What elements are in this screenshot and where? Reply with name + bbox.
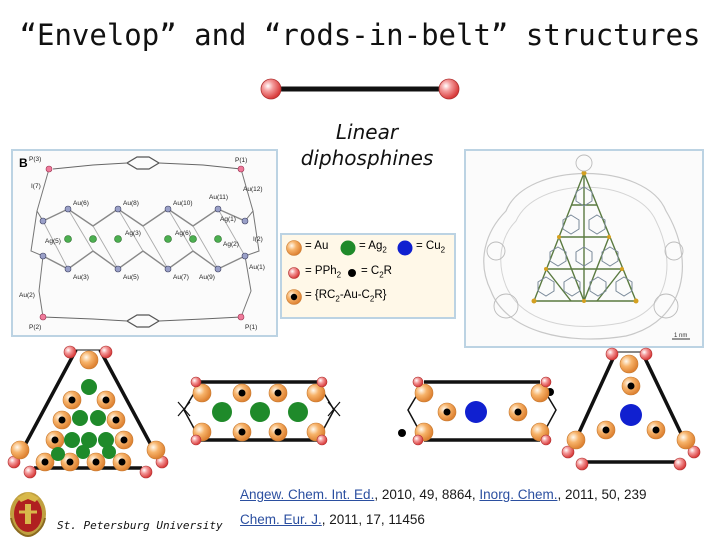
reference-link-chem-eur[interactable]: Chem. Eur. J. xyxy=(240,512,322,527)
atom-label: Au(3) xyxy=(73,274,89,281)
atom-label: Ag(1) xyxy=(220,216,236,223)
atom-label: P(3) xyxy=(29,156,41,163)
reference-line-1: Angew. Chem. Int. Ed., 2010, 49, 8864, I… xyxy=(240,487,647,502)
atom-label: Au(8) xyxy=(123,200,139,207)
scale-bar-label: 1 nm xyxy=(674,333,687,339)
linear-diphosphine-linker xyxy=(255,74,465,110)
crystal-structure-drawing: 1 nm xyxy=(466,151,702,346)
crystal-structure-panel: 1 nm xyxy=(464,149,704,348)
atom-label: I(2) xyxy=(253,236,263,243)
bottom-phenylene-ring xyxy=(127,315,159,327)
linker-caption: Linear diphosphines xyxy=(282,119,452,171)
atom-label: Au(10) xyxy=(173,200,193,207)
panel-b-label: B xyxy=(19,156,28,170)
structure-b-drawing: B P(3) P(1) Au(12) xyxy=(13,151,276,335)
ag-atoms xyxy=(65,236,222,243)
legend-cu: = Cu2 xyxy=(416,240,445,254)
slide-title: “Envelop” and “rods-in-belt” structures xyxy=(0,18,720,52)
legend-pph2: = PPh2 xyxy=(305,265,341,279)
atom-label: Au(9) xyxy=(199,274,215,281)
atom-label: Au(5) xyxy=(123,274,139,281)
atom-label: Au(11) xyxy=(209,194,228,201)
cu-legend-icon xyxy=(398,241,413,256)
schematic-triangle-ag xyxy=(8,346,168,478)
top-phenylene-ring xyxy=(127,157,159,169)
structure-panel-b: B P(3) P(1) Au(12) xyxy=(11,149,278,337)
atom-legend: = Au = Ag2 = Cu2 = PPh2 = C2R = {RC2-Au-… xyxy=(280,233,456,319)
atom-label: Au(12) xyxy=(243,186,263,193)
reference-link-angew[interactable]: Angew. Chem. Int. Ed. xyxy=(240,487,374,502)
university-name: St. Petersburg University xyxy=(57,519,223,532)
linker-caption-line1: Linear xyxy=(282,119,452,145)
phosphorus-left xyxy=(261,79,281,99)
atom-label: P(1) xyxy=(235,157,247,164)
schematic-triangle-cu xyxy=(562,348,700,470)
legend-c2r: = C2R xyxy=(361,265,392,279)
atom-label: Au(2) xyxy=(19,292,35,299)
schematic-belt-cu xyxy=(398,377,556,445)
atom-label: I(7) xyxy=(31,183,41,190)
p-atoms xyxy=(40,166,244,320)
legend-au: = Au xyxy=(305,240,328,252)
c2r-legend-icon xyxy=(348,269,356,277)
linker-caption-line2: diphosphines xyxy=(282,145,452,171)
atom-label: Au(6) xyxy=(73,200,89,207)
au-legend-icon xyxy=(287,241,302,256)
phosphorus-right xyxy=(439,79,459,99)
reference-link-inorg[interactable]: Inorg. Chem. xyxy=(479,487,557,502)
atom-label: P(2) xyxy=(29,324,41,331)
atom-label: Ag(2) xyxy=(223,241,239,248)
atom-label: Ag(5) xyxy=(45,238,61,245)
topology-schematics xyxy=(0,340,720,485)
atom-label: P(1) xyxy=(245,324,257,331)
atom-label: Ag(6) xyxy=(175,230,191,237)
schematic-belt-ag xyxy=(178,377,340,445)
legend-ag: = Ag2 xyxy=(359,240,387,254)
ag-legend-icon xyxy=(341,241,356,256)
atom-label: Au(7) xyxy=(173,274,189,281)
reference-line-2: Chem. Eur. J., 2011, 17, 11456 xyxy=(240,512,425,527)
atom-label: Ag(3) xyxy=(125,230,141,237)
university-crest-logo xyxy=(3,488,53,538)
atom-label: Au(1) xyxy=(249,264,265,271)
legend-alkynyl-gold: = {RC2-Au-C2R} xyxy=(305,289,386,303)
pph2-legend-icon xyxy=(289,268,300,279)
